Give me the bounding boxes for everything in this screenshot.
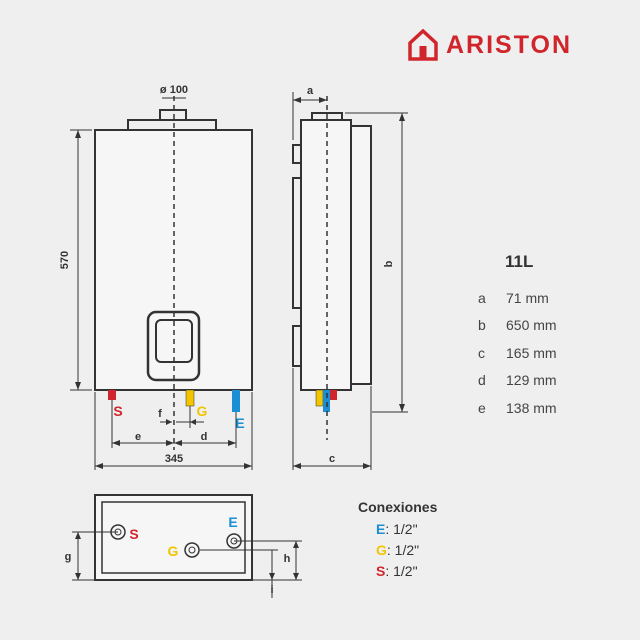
bottom-view: S G E g h i bbox=[65, 494, 302, 598]
h-arrow-top bbox=[293, 541, 299, 548]
f-label: f bbox=[158, 408, 162, 420]
flue-outlet bbox=[159, 109, 187, 121]
spec-key: d bbox=[478, 372, 486, 389]
bottom-hole-g-inner bbox=[188, 546, 196, 554]
spec-key: e bbox=[478, 399, 486, 416]
b-label: b bbox=[383, 260, 395, 267]
i-label: i bbox=[270, 584, 273, 596]
side-tab-2 bbox=[292, 177, 302, 309]
e-arrow-left bbox=[112, 440, 120, 446]
connection-row-s: S: 1/2" bbox=[358, 563, 437, 584]
d-label: d bbox=[201, 431, 208, 443]
a-label: a bbox=[307, 85, 314, 97]
spec-value: 129 mm bbox=[506, 372, 557, 389]
connection-value: : 1/2" bbox=[386, 542, 420, 558]
flue-diameter-label: ø 100 bbox=[160, 84, 188, 96]
g-arrow-top bbox=[75, 532, 81, 539]
front-label-g: G bbox=[197, 403, 208, 419]
spec-key: c bbox=[478, 344, 485, 361]
front-label-e: E bbox=[235, 415, 244, 431]
side-tab-1 bbox=[292, 144, 302, 164]
side-pipe-e bbox=[323, 390, 330, 412]
connection-value: : 1/2" bbox=[385, 563, 418, 579]
brand-name: ARISTON bbox=[446, 30, 573, 59]
bottom-label-g: G bbox=[168, 543, 179, 559]
pipe-g bbox=[185, 389, 195, 407]
e-label: e bbox=[135, 431, 141, 443]
side-view: a b c bbox=[292, 85, 408, 470]
spec-table: a 71 mm b 650 mm c 165 mm d 129 mm e 138… bbox=[478, 284, 557, 422]
h-arrow-bottom bbox=[293, 573, 299, 580]
bottom-label-s: S bbox=[129, 526, 138, 542]
side-pipe-s bbox=[330, 390, 337, 400]
height-arrow-bottom bbox=[75, 382, 81, 390]
connection-code: E bbox=[376, 521, 386, 537]
a-arrow-left bbox=[293, 97, 301, 103]
d-arrow-left bbox=[174, 440, 182, 446]
spec-row-e: e 138 mm bbox=[478, 394, 557, 422]
spec-value: 138 mm bbox=[506, 399, 557, 416]
connection-code: G bbox=[376, 542, 387, 558]
model-label: 11L bbox=[505, 252, 534, 271]
side-front-cover bbox=[350, 125, 372, 385]
house-logo-icon bbox=[408, 29, 438, 61]
d-arrow-right bbox=[228, 440, 236, 446]
spec-row-a: a 71 mm bbox=[478, 284, 557, 312]
width-arrow-right bbox=[244, 463, 252, 469]
pipe-s bbox=[108, 390, 116, 400]
front-label-s: S bbox=[113, 403, 122, 419]
a-arrow-right bbox=[319, 97, 327, 103]
i-arrow bbox=[269, 573, 275, 580]
b-arrow-bottom bbox=[399, 404, 405, 412]
connections-title: Conexiones bbox=[358, 499, 438, 515]
g-label: g bbox=[65, 551, 72, 563]
spec-key: b bbox=[478, 317, 486, 334]
bottom-inner-outline bbox=[101, 501, 246, 574]
c-label: c bbox=[329, 453, 335, 465]
side-back-plate bbox=[300, 119, 352, 391]
f-arrow-left bbox=[166, 419, 172, 425]
flue-collar bbox=[127, 119, 217, 131]
spec-row-d: d 129 mm bbox=[478, 367, 557, 395]
front-view: ø 100 570 S G E f e d bbox=[59, 84, 253, 470]
spec-value: 650 mm bbox=[506, 317, 557, 334]
side-pipe-g bbox=[315, 389, 324, 407]
g-arrow-bottom bbox=[75, 573, 81, 580]
height-label: 570 bbox=[59, 251, 71, 269]
side-tab-3 bbox=[292, 325, 302, 367]
f-arrow-right bbox=[190, 419, 196, 425]
pipe-e bbox=[232, 390, 240, 412]
spec-key: a bbox=[478, 289, 486, 306]
e-arrow-right bbox=[166, 440, 174, 446]
connections-legend: Conexiones E: 1/2" G: 1/2" S: 1/2" bbox=[358, 499, 437, 584]
c-arrow-left bbox=[293, 463, 301, 469]
connection-row-e: E: 1/2" bbox=[358, 521, 437, 542]
bottom-hole-g bbox=[184, 542, 200, 558]
h-label: h bbox=[284, 553, 291, 565]
brand-logo: ARISTON bbox=[408, 28, 572, 62]
spec-row-c: c 165 mm bbox=[478, 339, 557, 367]
height-arrow-top bbox=[75, 130, 81, 138]
connection-code: S bbox=[376, 563, 386, 579]
b-arrow-top bbox=[399, 113, 405, 121]
width-label: 345 bbox=[165, 453, 183, 465]
spec-row-b: b 650 mm bbox=[478, 312, 557, 340]
bottom-label-e: E bbox=[228, 514, 237, 530]
c-arrow-right bbox=[363, 463, 371, 469]
width-arrow-left bbox=[95, 463, 103, 469]
connection-row-g: G: 1/2" bbox=[358, 542, 437, 563]
spec-value: 71 mm bbox=[506, 289, 549, 306]
spec-value: 165 mm bbox=[506, 344, 557, 361]
connection-value: : 1/2" bbox=[385, 521, 418, 537]
